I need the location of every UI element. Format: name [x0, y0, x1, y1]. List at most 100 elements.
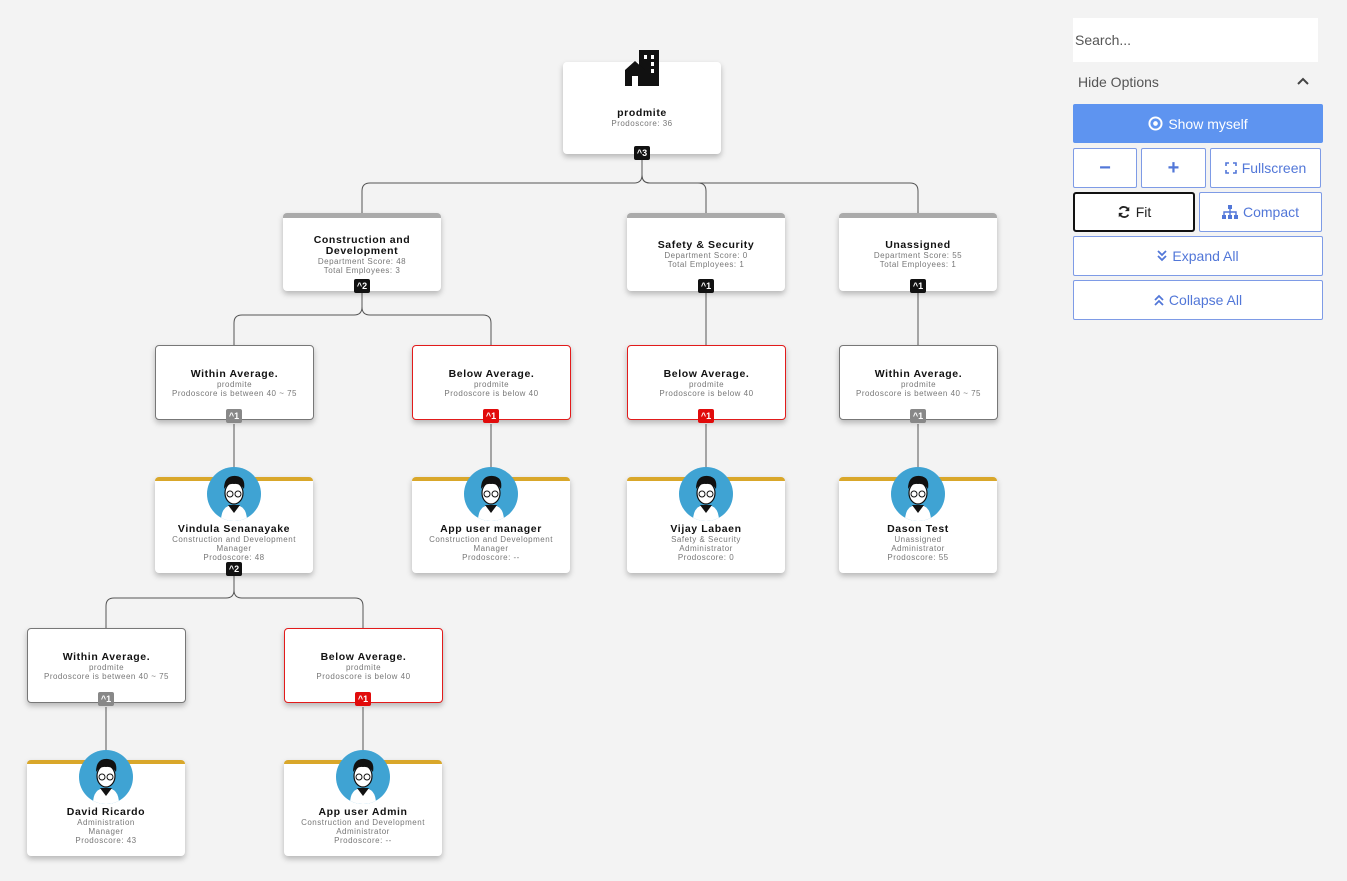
org-node-employee[interactable]: App user manager Construction and Develo…	[412, 467, 570, 573]
avatar	[464, 467, 518, 521]
category-org: prodmite	[900, 380, 937, 389]
org-node-employee[interactable]: David Ricardo Administration Manager Pro…	[27, 750, 185, 856]
category-org: prodmite	[88, 663, 125, 672]
org-node-score-category[interactable]: Below Average. prodmite Prodoscore is be…	[284, 628, 443, 703]
employee-department: Construction and Development	[172, 535, 296, 544]
org-node-score-category[interactable]: Below Average. prodmite Prodoscore is be…	[627, 345, 786, 420]
category-title: Below Average.	[663, 368, 750, 380]
org-node-department[interactable]: Unassigned Department Score: 55 Total Em…	[839, 213, 997, 291]
search-input[interactable]	[1073, 18, 1318, 62]
department-score: Department Score: 55	[873, 251, 963, 260]
employee-role: Administrator	[891, 544, 945, 553]
expand-toggle-employee[interactable]: ^2	[226, 562, 242, 576]
expand-toggle-department[interactable]: ^2	[354, 279, 370, 293]
category-org: prodmite	[688, 380, 725, 389]
link-person1-cat6	[233, 576, 364, 629]
link-root-dept1	[361, 160, 643, 215]
org-node-score-category[interactable]: Below Average. prodmite Prodoscore is be…	[412, 345, 571, 420]
category-range: Prodoscore is below 40	[659, 389, 754, 398]
compact-label: Compact	[1242, 204, 1300, 220]
expand-toggle-category[interactable]: ^1	[355, 692, 371, 706]
expand-toggle-category[interactable]: ^1	[910, 409, 926, 423]
zoom-in-button[interactable]: +	[1141, 148, 1206, 188]
target-icon	[1148, 116, 1163, 131]
refresh-icon	[1118, 206, 1129, 218]
org-node-score-category[interactable]: Within Average. prodmite Prodoscore is b…	[27, 628, 186, 703]
expand-all-button[interactable]: Expand All	[1073, 236, 1323, 276]
employee-score: Prodoscore: --	[334, 836, 392, 845]
org-node-employee[interactable]: App user Admin Construction and Developm…	[284, 750, 442, 856]
category-title: Below Average.	[320, 651, 407, 663]
expand-toggle-category[interactable]: ^1	[226, 409, 242, 423]
employee-department: Unassigned	[894, 535, 942, 544]
fit-label: Fit	[1135, 204, 1152, 220]
building-icon	[625, 50, 659, 86]
org-node-employee[interactable]: Vindula Senanayake Construction and Deve…	[155, 467, 313, 573]
org-node-score-category[interactable]: Within Average. prodmite Prodoscore is b…	[155, 345, 314, 420]
employee-role: Manager	[88, 827, 124, 836]
sitemap-icon	[1221, 205, 1238, 219]
employee-name: David Ricardo	[66, 806, 146, 818]
category-range: Prodoscore is between 40 ~ 75	[171, 389, 297, 398]
link-root-dept2	[641, 160, 707, 215]
category-range: Prodoscore is between 40 ~ 75	[855, 389, 981, 398]
hide-options-toggle[interactable]: Hide Options	[1078, 74, 1159, 90]
double-chevron-down-icon	[1157, 250, 1168, 262]
root-score: Prodoscore: 36	[611, 119, 673, 128]
avatar	[336, 750, 390, 804]
expand-toggle-department[interactable]: ^1	[910, 279, 926, 293]
show-myself-button[interactable]: Show myself	[1073, 104, 1323, 143]
department-score: Department Score: 0	[664, 251, 748, 260]
employee-name: Vijay Labaen	[670, 523, 742, 535]
category-range: Prodoscore is below 40	[444, 389, 539, 398]
zoom-out-button[interactable]: −	[1073, 148, 1137, 188]
department-title: Construction and Development	[313, 234, 411, 257]
link-dept1-cat1	[233, 293, 363, 346]
avatar	[79, 750, 133, 804]
fullscreen-button[interactable]: Fullscreen	[1210, 148, 1321, 188]
collapse-all-label: Collapse All	[1168, 292, 1243, 308]
link-dept1-cat2	[361, 293, 492, 346]
plus-icon: +	[1167, 157, 1180, 179]
collapse-all-button[interactable]: Collapse All	[1073, 280, 1323, 320]
category-title: Within Average.	[874, 368, 963, 380]
show-myself-label: Show myself	[1168, 115, 1248, 132]
category-title: Within Average.	[190, 368, 279, 380]
fit-button[interactable]: Fit	[1073, 192, 1195, 232]
category-org: prodmite	[473, 380, 510, 389]
employee-score: Prodoscore: --	[462, 553, 520, 562]
avatar	[679, 467, 733, 521]
employee-role: Administrator	[336, 827, 390, 836]
department-title: Unassigned	[885, 239, 951, 251]
category-range: Prodoscore is between 40 ~ 75	[43, 672, 169, 681]
employee-department: Construction and Development	[301, 818, 425, 827]
employee-department: Construction and Development	[429, 535, 553, 544]
employee-score: Prodoscore: 55	[887, 553, 949, 562]
employee-name: App user manager	[440, 523, 542, 535]
expand-toggle-department[interactable]: ^1	[698, 279, 714, 293]
org-node-employee[interactable]: Vijay Labaen Safety & Security Administr…	[627, 467, 785, 573]
expand-toggle-category[interactable]: ^1	[698, 409, 714, 423]
department-employees: Total Employees: 1	[667, 260, 745, 269]
org-node-department[interactable]: Safety & Security Department Score: 0 To…	[627, 213, 785, 291]
org-node-root[interactable]: prodmite Prodoscore: 36	[563, 50, 721, 154]
expand-toggle-root[interactable]: ^3	[634, 146, 650, 160]
org-node-department[interactable]: Construction and Development Department …	[283, 213, 441, 291]
employee-name: Dason Test	[887, 523, 949, 535]
double-chevron-up-icon	[1154, 294, 1164, 306]
category-title: Below Average.	[448, 368, 535, 380]
category-range: Prodoscore is below 40	[316, 672, 411, 681]
org-node-score-category[interactable]: Within Average. prodmite Prodoscore is b…	[839, 345, 998, 420]
fullscreen-label: Fullscreen	[1241, 160, 1307, 176]
chevron-up-icon[interactable]	[1296, 76, 1310, 86]
category-org: prodmite	[216, 380, 253, 389]
expand-toggle-category[interactable]: ^1	[483, 409, 499, 423]
department-title: Safety & Security	[657, 239, 755, 251]
expand-toggle-category[interactable]: ^1	[98, 692, 114, 706]
employee-department: Safety & Security	[671, 535, 741, 544]
compact-button[interactable]: Compact	[1199, 192, 1322, 232]
org-node-employee[interactable]: Dason Test Unassigned Administrator Prod…	[839, 467, 997, 573]
employee-department: Administration	[77, 818, 135, 827]
expand-icon	[1224, 162, 1237, 174]
